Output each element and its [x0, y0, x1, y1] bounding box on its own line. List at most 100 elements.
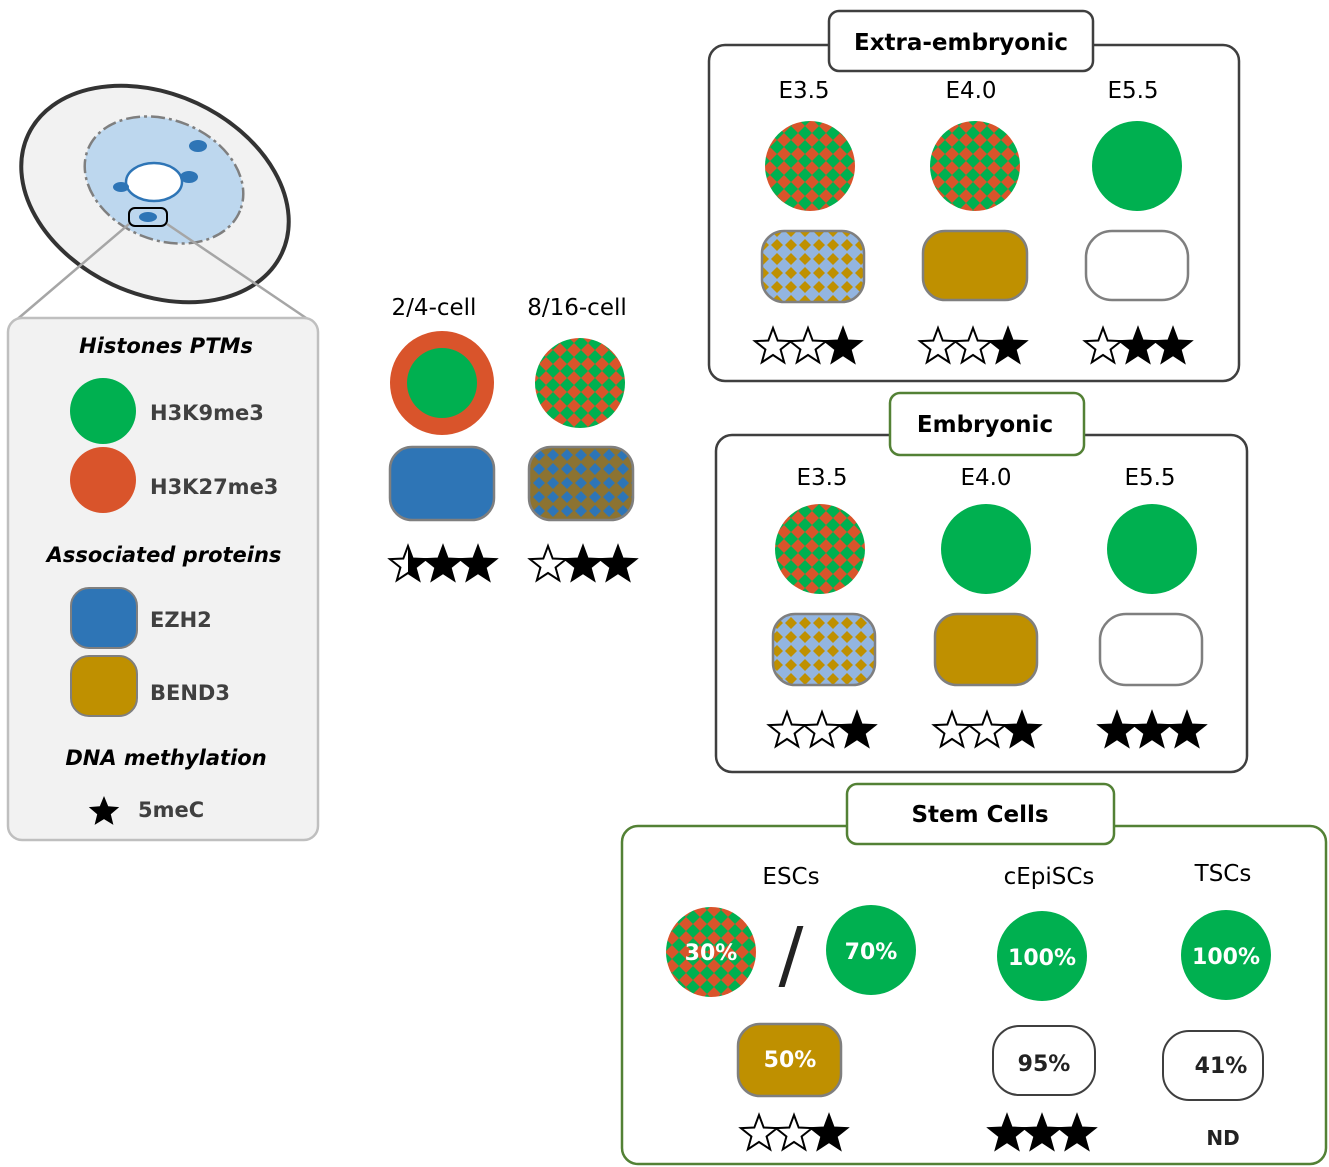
- protein-bend3-lightblue: [760, 229, 866, 304]
- star-filled-icon: [808, 1112, 850, 1152]
- label-escs: ESCs: [762, 864, 819, 890]
- star-outline-icon: [952, 325, 994, 365]
- star-outline-icon: [738, 1112, 780, 1152]
- protein-ezh2-bend3: [527, 445, 635, 522]
- protein-empty: [992, 1025, 1096, 1096]
- heterochromatin-foci: [139, 212, 157, 222]
- stem-cells-title: Stem Cells: [911, 802, 1048, 828]
- star-outline-icon: [766, 709, 808, 749]
- protein-bend3: [933, 612, 1039, 687]
- stars-2-4-cell: [387, 543, 499, 583]
- histone-h3k9me3-core: [407, 348, 477, 418]
- heterochromatin-foci: [180, 171, 198, 183]
- star-outline-icon: [752, 325, 794, 365]
- protein-bend3-lightblue: [771, 612, 877, 687]
- stage-label-e5-5: E5.5: [1107, 78, 1158, 104]
- star-outline-icon: [787, 325, 829, 365]
- star-filled-icon: [562, 543, 604, 583]
- cell-illustration: [13, 83, 313, 324]
- stars-embryonic-e5-5: [1096, 709, 1208, 749]
- heterochromatin-foci: [113, 182, 129, 192]
- histone-h3k9me3-circle: [1181, 910, 1271, 1000]
- escs-protein-percent: 50%: [764, 1048, 817, 1073]
- legend-histones-title: Histones PTMs: [79, 334, 253, 358]
- star-filled-icon: [1166, 709, 1208, 749]
- histone-mixed-circle: [775, 504, 865, 594]
- star-outline-icon: [917, 325, 959, 365]
- star-outline-icon: [931, 709, 973, 749]
- zoom-box: [128, 207, 168, 227]
- histone-h3k9me3-circle: [941, 504, 1031, 594]
- protein-empty: [1084, 229, 1190, 302]
- legend-h3k27me3-circle: [70, 447, 136, 513]
- heterochromatin-foci: [189, 140, 207, 152]
- escs-separator: /: [779, 912, 804, 998]
- star-outline-icon: [966, 709, 1008, 749]
- tscs-protein-percent: 41%: [1195, 1054, 1248, 1079]
- tscs-h3k9-percent: 100%: [1192, 945, 1260, 970]
- histone-mixed-circle: [535, 338, 625, 428]
- legend-ezh2-label: EZH2: [150, 608, 212, 632]
- stars-cepiscs: [986, 1112, 1098, 1152]
- stars-escs: [738, 1112, 850, 1152]
- histone-mixed-circle: [666, 907, 756, 997]
- protein-bend3: [736, 1022, 843, 1098]
- star-partial-icon: [408, 546, 427, 581]
- star-filled-icon: [987, 325, 1029, 365]
- stage-label-e4-0: E4.0: [945, 78, 996, 104]
- stars-embryonic-e4-0: [931, 709, 1043, 749]
- histone-h3k9me3-circle: [826, 905, 916, 995]
- stars-extra-e4-0: [917, 325, 1029, 365]
- star-outline-icon: [1082, 325, 1124, 365]
- protein-empty: [1162, 1030, 1264, 1101]
- label-cepiscs: cEpiSCs: [1004, 864, 1095, 890]
- star-filled-icon: [822, 325, 864, 365]
- stage-label-e4-0: E4.0: [960, 465, 1011, 491]
- stars-embryonic-e3-5: [766, 709, 878, 749]
- star-outline-icon: [773, 1112, 815, 1152]
- star-filled-icon: [836, 709, 878, 749]
- star-filled-icon: [1001, 709, 1043, 749]
- escs-mixed-percent: 30%: [685, 941, 738, 966]
- extra-embryonic-title: Extra-embryonic: [854, 30, 1068, 56]
- cepiscs-protein-percent: 95%: [1018, 1052, 1071, 1077]
- stem-cells-panel: Stem Cells ESCs cEpiSCs TSCs 30% / 70% 1…: [620, 782, 1328, 1166]
- embryonic-panel: Embryonic E3.5 E4.0 E5.5: [714, 391, 1249, 774]
- legend-h3k9me3-circle: [70, 378, 136, 444]
- star-filled-icon: [457, 543, 499, 583]
- histone-mixed-circle: [930, 121, 1020, 211]
- star-filled-icon: [986, 1112, 1028, 1152]
- star-filled-icon: [1117, 325, 1159, 365]
- legend-proteins-title: Associated proteins: [45, 543, 282, 567]
- embryonic-title-box: [888, 391, 1086, 457]
- star-filled-icon: [597, 543, 639, 583]
- histone-h3k9me3-circle: [1092, 121, 1182, 211]
- stage-label-2-4-cell: 2/4-cell: [392, 295, 477, 321]
- histone-h3k9me3-circle: [1107, 504, 1197, 594]
- stem-cells-title-box: [845, 782, 1116, 846]
- star-filled-icon: [1056, 1112, 1098, 1152]
- stars-extra-e5-5: [1082, 325, 1194, 365]
- label-tscs: TSCs: [1194, 861, 1252, 887]
- stage-label-e5-5: E5.5: [1124, 465, 1175, 491]
- legend-bend3-label: BEND3: [150, 681, 230, 705]
- star-filled-icon: [1021, 1112, 1063, 1152]
- legend-h3k27me3-label: H3K27me3: [150, 475, 278, 499]
- zoom-line-left: [13, 223, 130, 323]
- protein-bend3: [921, 229, 1029, 302]
- star-filled-icon: [1096, 709, 1138, 749]
- nucleolus: [124, 161, 184, 203]
- legend-panel: Histones PTMs H3K9me3 H3K27me3 Associate…: [6, 316, 320, 842]
- histone-mixed-circle: [765, 121, 855, 211]
- stars-extra-e3-5: [752, 325, 864, 365]
- star-outline-icon: [527, 543, 569, 583]
- extra-embryonic-panel: Extra-embryonic E3.5 E4.0 E5.5: [707, 9, 1241, 383]
- legend-h3k9me3-label: H3K9me3: [150, 401, 264, 425]
- stage-label-8-16-cell: 8/16-cell: [527, 295, 627, 321]
- zoom-line-right: [166, 222, 313, 324]
- cepiscs-h3k9-percent: 100%: [1008, 946, 1076, 971]
- tscs-stars-nd: ND: [1206, 1126, 1239, 1150]
- legend-bend3-shape: [70, 655, 138, 717]
- escs-h3k9-percent: 70%: [845, 940, 898, 965]
- star-outline-icon: [801, 709, 843, 749]
